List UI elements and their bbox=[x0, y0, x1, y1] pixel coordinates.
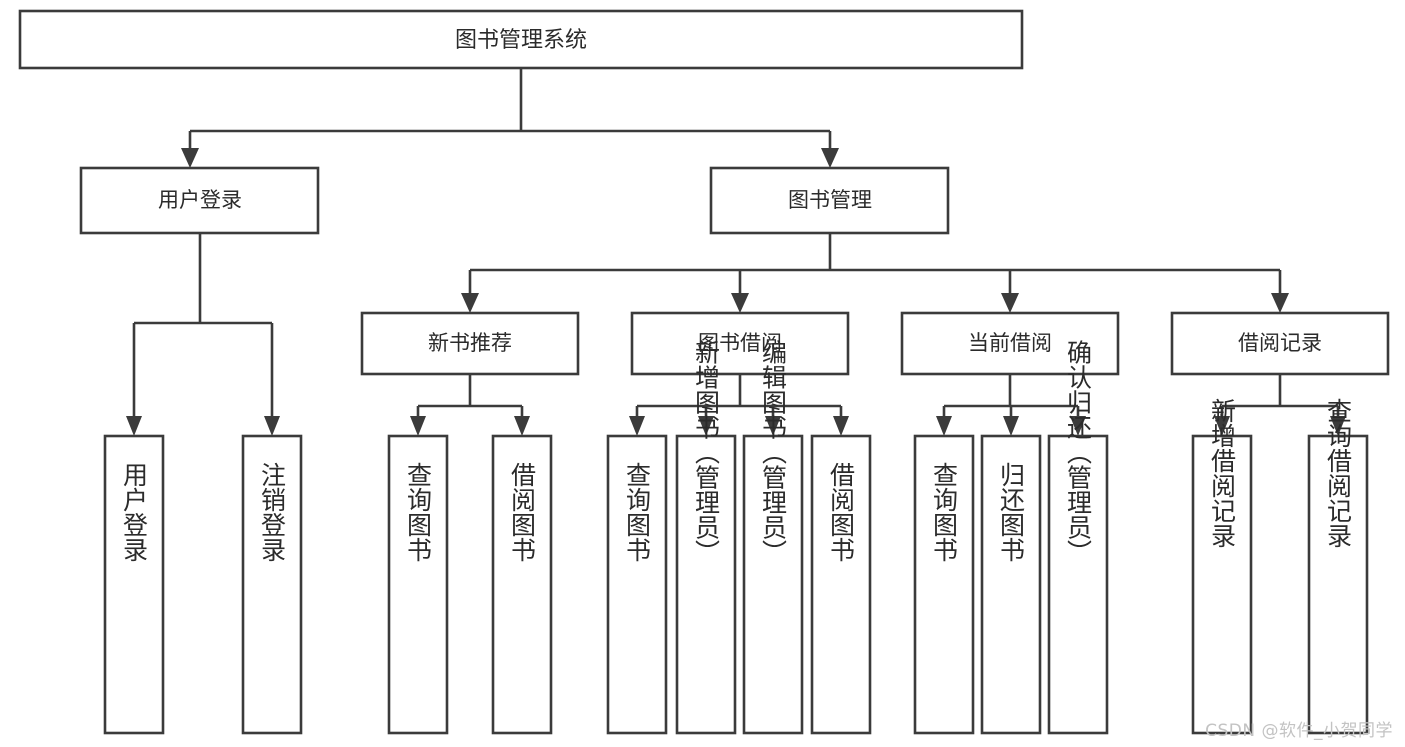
borrow-record-label: 借阅记录 bbox=[1238, 331, 1322, 355]
leaf-box-nb-query-book[interactable] bbox=[387, 434, 449, 735]
leaf-label-cb-query-book: 查询图书 bbox=[930, 462, 959, 562]
leaf-box-bb-edit-book[interactable] bbox=[742, 434, 804, 735]
leaf-label-br-add-record: 新增借阅记录 bbox=[1208, 398, 1237, 548]
leaf-node[interactable]: 借阅图书 bbox=[491, 434, 553, 735]
leaf-node[interactable]: 确认归还（管理员） bbox=[1047, 340, 1109, 735]
leaf-box-bb-add-book[interactable] bbox=[675, 434, 737, 735]
leaf-label-cb-return-book: 归还图书 bbox=[997, 462, 1026, 562]
leaf-node[interactable]: 用户登录 bbox=[103, 434, 165, 735]
node-root[interactable]: 图书管理系统 bbox=[18, 9, 1024, 70]
user-login-label: 用户登录 bbox=[158, 188, 242, 212]
node-book-management[interactable]: 图书管理 bbox=[709, 166, 950, 235]
leaf-node[interactable]: 新增借阅记录 bbox=[1191, 398, 1253, 735]
arrow-head-leaf-user-login bbox=[126, 416, 142, 436]
arrow-head-leaf-logout bbox=[264, 416, 280, 436]
leaf-box-nb-borrow-book[interactable] bbox=[491, 434, 553, 735]
leaf-box-cb-confirm-return[interactable] bbox=[1047, 434, 1109, 735]
leaf-box-cb-query-book[interactable] bbox=[913, 434, 975, 735]
leaf-node[interactable]: 新增图书（管理员） bbox=[675, 340, 737, 735]
leaf-box-bb-borrow-book[interactable] bbox=[810, 434, 872, 735]
arrow-head-bb-leaf4 bbox=[833, 416, 849, 436]
node-user-login[interactable]: 用户登录 bbox=[79, 166, 320, 235]
arrow-head-nb-leaf2 bbox=[514, 416, 530, 436]
leaf-box-bb-query-book[interactable] bbox=[606, 434, 668, 735]
leaf-label-bb-add-book: 新增图书（管理员） bbox=[692, 340, 721, 565]
arrow-head-borrow-record bbox=[1271, 293, 1289, 313]
leaf-node[interactable]: 借阅图书 bbox=[810, 434, 872, 735]
leaf-box-user-login[interactable] bbox=[103, 434, 165, 735]
borrow-record-box[interactable] bbox=[1170, 311, 1390, 376]
book-borrow-box[interactable] bbox=[630, 311, 850, 376]
arrow-head-bb-leaf2 bbox=[698, 416, 714, 436]
leaf-box-cb-return-book[interactable] bbox=[980, 434, 1042, 735]
leaf-node[interactable]: 注销登录 bbox=[241, 434, 303, 735]
arrow-head-br-leaf1 bbox=[1214, 416, 1230, 436]
arrow-head-new-book bbox=[461, 293, 479, 313]
leaf-node[interactable]: 查询图书 bbox=[387, 434, 449, 735]
leaf-label-nb-borrow-book: 借阅图书 bbox=[508, 462, 537, 562]
node-borrow-record[interactable]: 借阅记录 bbox=[1170, 311, 1390, 376]
leaf-label-user-login: 用户登录 bbox=[120, 462, 149, 562]
node-book-borrow[interactable]: 图书借阅 bbox=[630, 311, 850, 376]
leaf-node[interactable]: 编辑图书（管理员） bbox=[742, 340, 804, 735]
current-borrow-label: 当前借阅 bbox=[968, 331, 1052, 355]
node-new-book-recommend[interactable]: 新书推荐 bbox=[360, 311, 580, 376]
leaf-label-nb-query-book: 查询图书 bbox=[404, 462, 433, 562]
arrow-head-cb-leaf2 bbox=[1003, 416, 1019, 436]
current-borrow-box[interactable] bbox=[900, 311, 1120, 376]
leaf-node[interactable]: 归还图书 bbox=[980, 434, 1042, 735]
book-management-label: 图书管理 bbox=[788, 188, 872, 212]
new-book-recommend-box[interactable] bbox=[360, 311, 580, 376]
arrow-head-cb-leaf3 bbox=[1070, 416, 1086, 436]
leaf-label-logout: 注销登录 bbox=[258, 462, 287, 562]
arrow-head-br-leaf2 bbox=[1330, 416, 1346, 436]
leaf-label-cb-confirm-return: 确认归还（管理员） bbox=[1064, 340, 1093, 565]
leaf-node[interactable]: 查询图书 bbox=[913, 434, 975, 735]
leaf-box-br-query-record[interactable] bbox=[1307, 434, 1369, 735]
root-box[interactable] bbox=[18, 9, 1024, 70]
arrow-head-bb-leaf3 bbox=[765, 416, 781, 436]
root-label: 图书管理系统 bbox=[455, 28, 587, 53]
leaf-label-bb-query-book: 查询图书 bbox=[623, 462, 652, 562]
arrow-head-book-borrow bbox=[731, 293, 749, 313]
new-book-recommend-label: 新书推荐 bbox=[428, 331, 512, 355]
node-current-borrow[interactable]: 当前借阅 bbox=[900, 311, 1120, 376]
user-login-box[interactable] bbox=[79, 166, 320, 235]
leaf-node[interactable]: 查询借阅记录 bbox=[1307, 398, 1369, 735]
arrow-head-book-mgmt bbox=[821, 148, 839, 168]
book-management-box[interactable] bbox=[709, 166, 950, 235]
leaf-label-bb-borrow-book: 借阅图书 bbox=[827, 462, 856, 562]
leaf-node[interactable]: 查询图书 bbox=[606, 434, 668, 735]
leaf-box-br-add-record[interactable] bbox=[1191, 434, 1253, 735]
leaf-label-bb-edit-book: 编辑图书（管理员） bbox=[759, 340, 788, 565]
arrow-head-cb-leaf1 bbox=[936, 416, 952, 436]
book-borrow-label: 图书借阅 bbox=[698, 331, 782, 355]
arrow-head-user-login bbox=[181, 148, 199, 168]
arrow-head-current-borrow bbox=[1001, 293, 1019, 313]
connector-layer bbox=[126, 68, 1346, 436]
arrow-head-bb-leaf1 bbox=[629, 416, 645, 436]
leaf-label-br-query-record: 查询借阅记录 bbox=[1324, 398, 1353, 548]
leaf-box-logout[interactable] bbox=[241, 434, 303, 735]
arrow-head-nb-leaf1 bbox=[410, 416, 426, 436]
